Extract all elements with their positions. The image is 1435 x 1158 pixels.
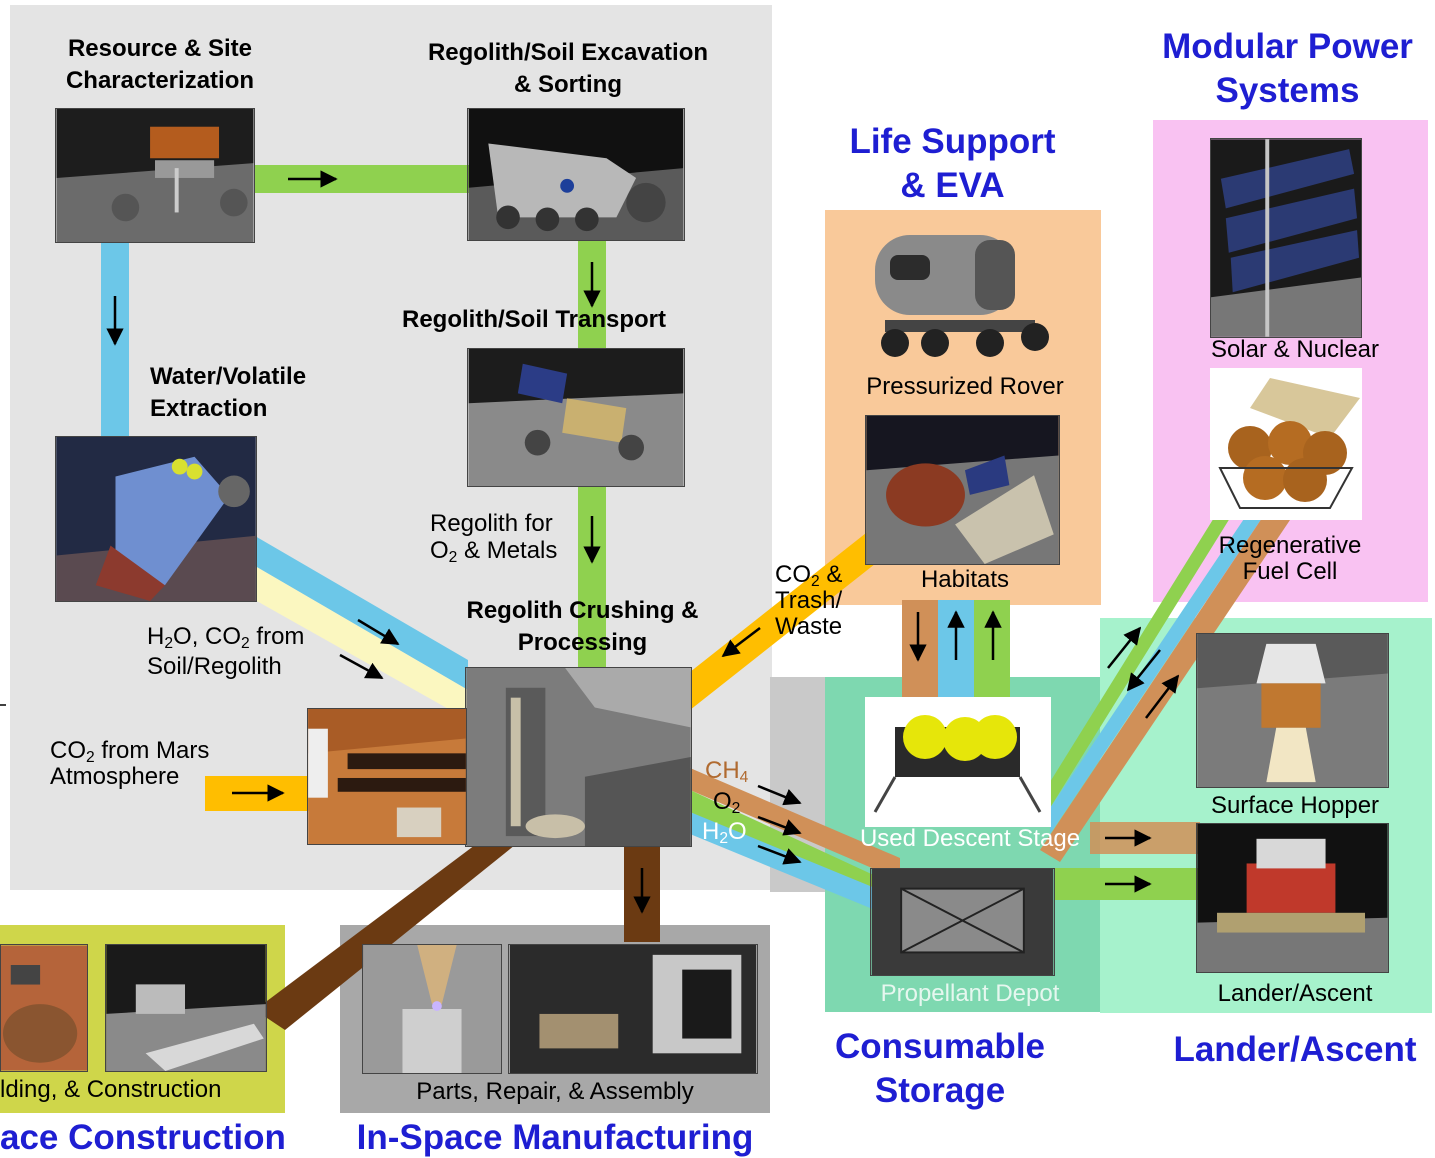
arrow-water-yellow [339,653,384,680]
construction-robot-icon [106,945,266,1071]
h2o-label: H2O [702,818,747,847]
additive-nozzle-icon [363,945,501,1073]
ch4-label: CH4 [705,757,749,786]
surface-hopper-icon [1197,634,1388,787]
flow-water-yellow [255,566,468,720]
rover-caption: Pressurized Rover [866,373,1064,400]
fabrication-unit-icon [509,945,757,1073]
processing-plant-icon [466,668,691,846]
crushing-title: Regolith Crushing &Processing [466,597,699,656]
arrow-power-down [1126,649,1161,692]
solar-photo [1210,138,1362,338]
lander-title: Lander/Ascent [1173,1030,1417,1069]
fuelcell-photo [1210,368,1362,520]
arrow-o2 [757,815,802,836]
arrow-water-blue [357,618,400,646]
flow-transport-to-crushing [578,485,606,670]
construction-caption: lding, & Construction [0,1076,222,1103]
water-photo [55,436,257,602]
excavation-photo [467,108,685,241]
flow-power-blue [1050,492,1262,834]
propellant-depot-icon [871,869,1054,975]
flow-power-green [1050,492,1230,808]
water-products-label: H2O, CO2 from Soil/Regolith [147,623,305,680]
mars-photo [307,708,467,845]
arrow-power-up-2 [1145,674,1180,719]
flow-water-blue [255,536,468,690]
arrow-ch4 [757,784,802,806]
manufacturing-caption: Parts, Repair, & Assembly [416,1078,694,1105]
lander-photo [1196,823,1389,973]
regolith-for-label: Regolith for O2 & Metals [430,510,558,566]
construction-habitat-icon [1,945,87,1071]
construction-title: ace Construction [0,1118,286,1157]
transport-title: Regolith/Soil Transport [402,306,667,333]
pressurized-rover-icon [875,235,1049,357]
construction-photo-1 [0,944,88,1072]
depot-photo [870,868,1055,976]
flow-to-construction [255,845,515,1030]
flow-trash [690,522,880,710]
life-support-title: Life Support& EVA [849,122,1056,205]
descent-stage-icon [865,697,1051,827]
manufacturing-title: In-Space Manufacturing [356,1118,754,1157]
excavation-title: Regolith/Soil Excavation& Sorting [427,39,709,98]
descent-caption: Used Descent Stage [859,825,1081,852]
arrow-h2o [757,844,802,865]
manufacturing-photo-1 [362,944,502,1074]
rover-drill-icon [56,109,254,242]
crushing-photo [465,667,692,847]
transport-photo [467,348,685,487]
arrow-trash [721,627,761,658]
habitat-photo [865,415,1060,565]
hopper-caption: Surface Hopper [1210,792,1380,819]
resource-photo [55,108,255,243]
excavator-icon [468,109,684,240]
depot-caption: Propellant Depot [880,980,1060,1007]
extractor-icon [56,437,256,601]
rover-photo [865,225,1060,365]
lander-ascent-icon [1197,824,1388,972]
construction-photo-2 [105,944,267,1072]
hauler-rover-icon [468,349,684,486]
habitats-caption: Habitats [920,566,1010,593]
arrow-power-up-1 [1107,626,1142,669]
hopper-photo [1196,633,1389,788]
solar-array-icon [1211,139,1361,337]
descent-photo [865,697,1051,827]
manufacturing-photo-2 [508,944,758,1074]
o2-label: O2 [713,788,741,817]
habitat-icon [866,416,1059,564]
mars-plant-icon [308,709,466,844]
mars-co2-label: CO2 from Mars Atmosphere [50,737,210,790]
fuel-cell-icon [1210,368,1362,520]
solar-caption: Solar & Nuclear [1210,336,1380,363]
lander-caption: Lander/Ascent [1217,980,1373,1007]
trash-label: CO2 & Trash/ Waste [775,561,843,640]
